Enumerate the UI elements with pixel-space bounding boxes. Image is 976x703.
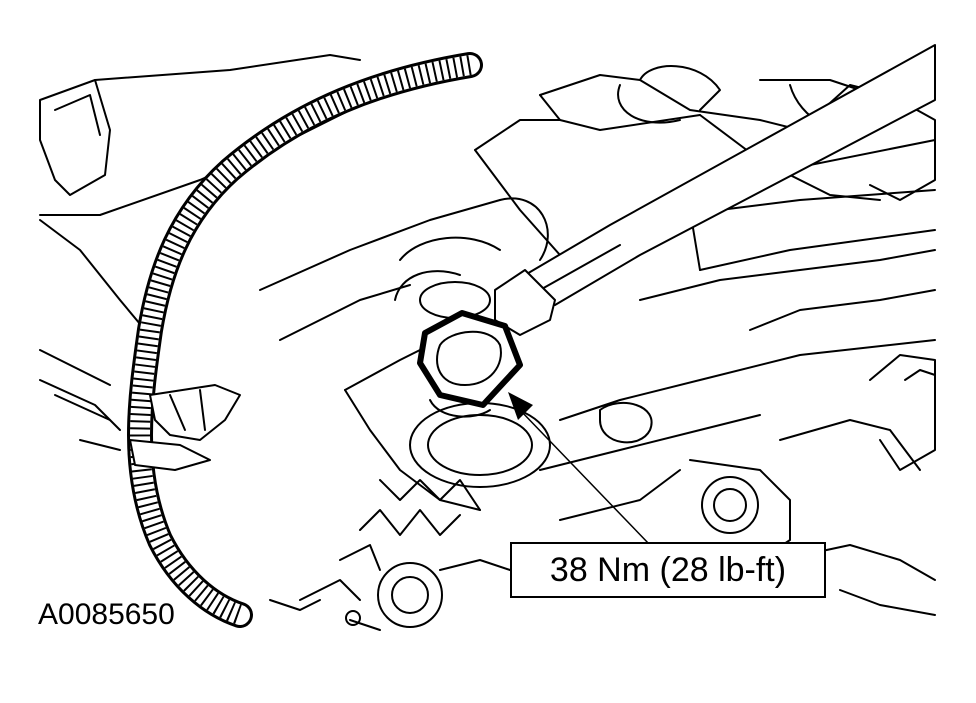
torque-spec-callout: 38 Nm (28 lb-ft) — [510, 542, 826, 598]
upper-housing — [474, 65, 936, 271]
harness-tape-wrap — [129, 384, 241, 471]
callout-leader-arrow — [508, 392, 651, 546]
wiring-harness-conduit — [127, 52, 483, 628]
figure-id-label: A0085650 — [38, 598, 175, 631]
torque-spec-label: 38 Nm (28 lb-ft) — [549, 550, 787, 589]
torque-wrench — [494, 44, 936, 336]
hex-bolt — [417, 310, 523, 418]
lower-hub — [269, 479, 511, 631]
